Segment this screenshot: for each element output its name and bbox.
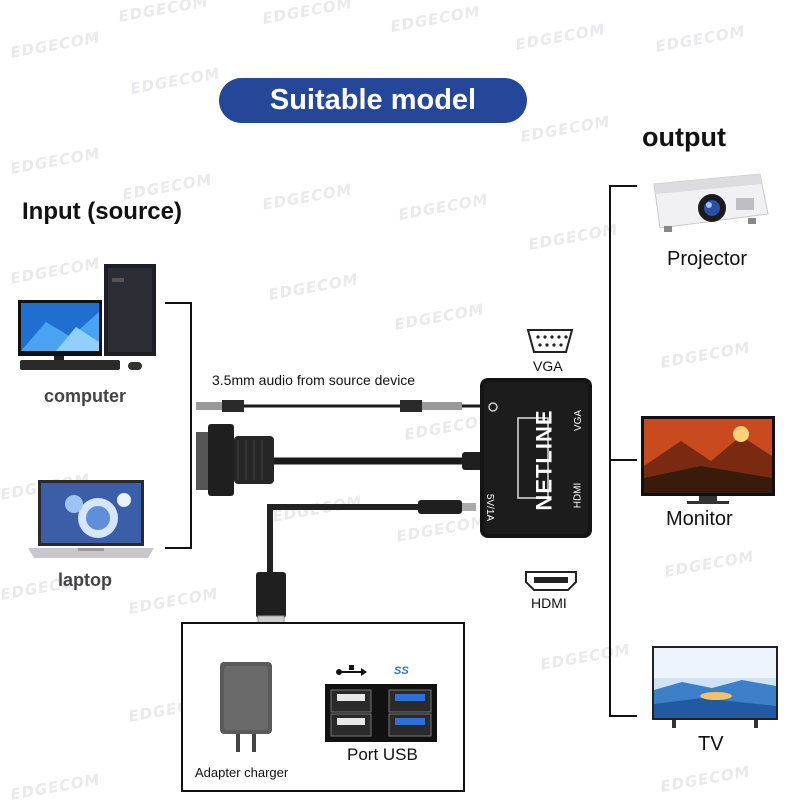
tv-image	[652, 646, 778, 728]
laptop-image	[28, 480, 154, 558]
monitor-label: Monitor	[666, 508, 733, 530]
adapter-brand: NETLINE	[531, 409, 557, 511]
adapter-port-hdmi: HDMI	[572, 482, 584, 509]
adapter-port-power: 5V/1A	[484, 493, 496, 522]
projector-image	[653, 173, 769, 232]
adapter-charger-image	[220, 662, 272, 752]
monitor-image	[641, 416, 775, 504]
computer-image	[18, 264, 156, 370]
tv-label: TV	[698, 733, 724, 755]
adapter-charger-label: Adapter charger	[195, 765, 289, 780]
title-banner: Suitable model	[219, 78, 527, 123]
adapter-port-vga: VGA	[573, 409, 585, 432]
usb3-mark: SS	[394, 665, 409, 677]
audio-label: 3.5mm audio from source device	[212, 372, 416, 388]
input-heading: Input (source)	[22, 198, 182, 225]
usb-port-label: Port USB	[347, 745, 418, 764]
usb-ports-image	[325, 665, 437, 742]
output-heading: output	[642, 122, 726, 152]
hdmi-port-label: HDMI	[531, 595, 567, 611]
projector-label: Projector	[667, 248, 748, 270]
computer-label: computer	[44, 386, 127, 406]
laptop-label: laptop	[58, 570, 112, 590]
vga-port-label: VGA	[533, 358, 563, 374]
